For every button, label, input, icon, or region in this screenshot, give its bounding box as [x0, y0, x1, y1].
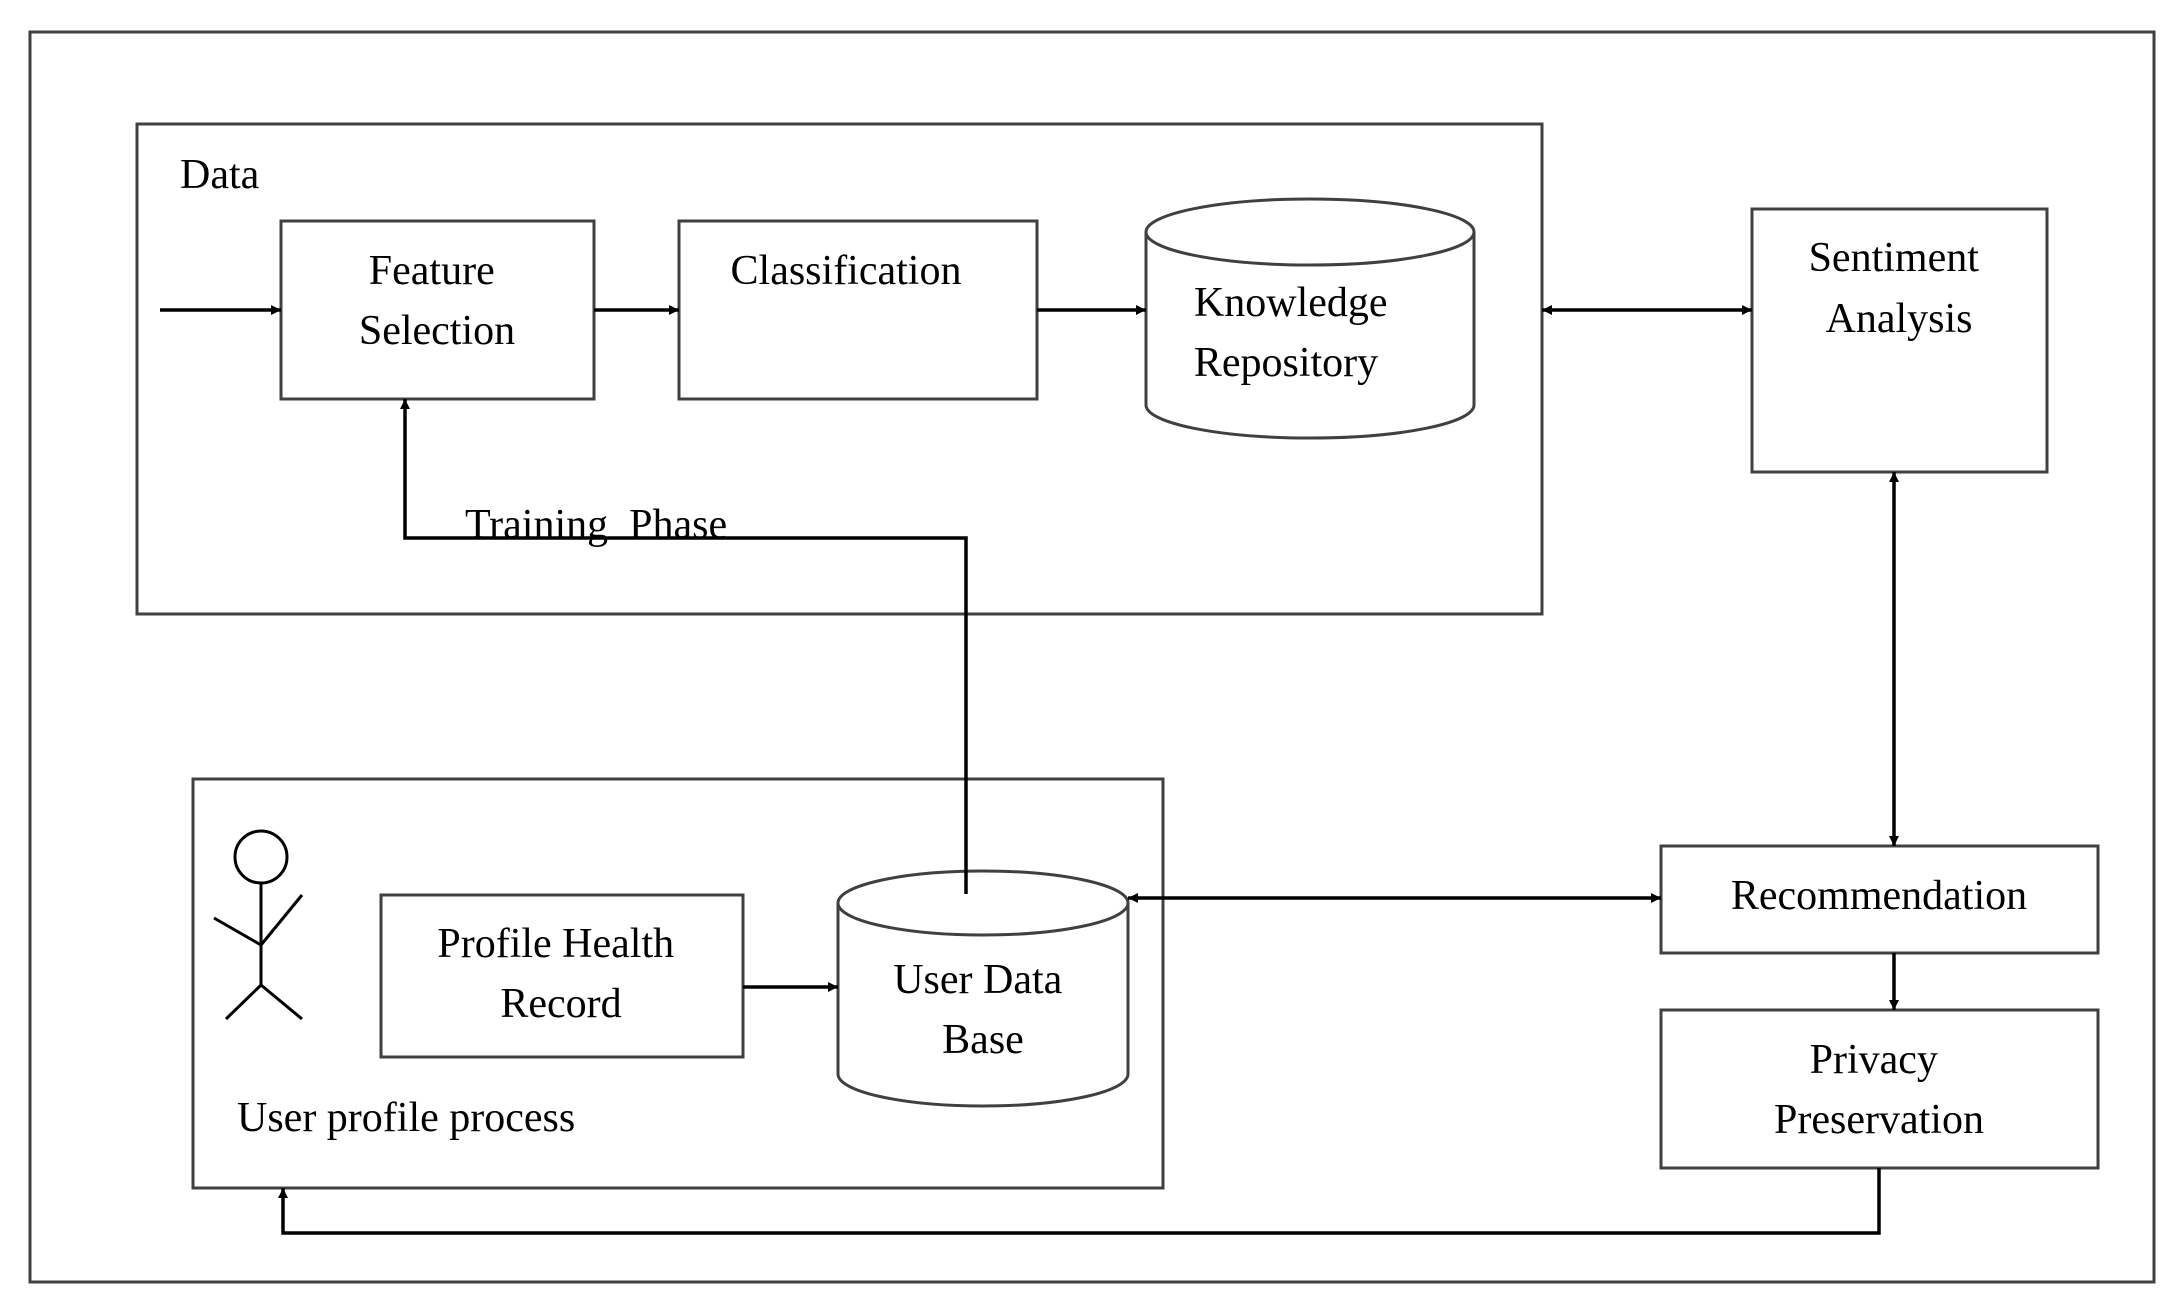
user-profile-process-label: User profile process	[237, 1095, 575, 1141]
profile-health-record-line-2: Record	[500, 981, 621, 1027]
sentiment-analysis-box	[1750, 207, 2049, 474]
privacy-preservation-label: Privacy Preservation	[1774, 1037, 1984, 1143]
privacy-preservation-line-1: Privacy	[1810, 1037, 1938, 1083]
sentiment-analysis-label: Sentiment Analysis	[1809, 235, 1990, 342]
user-data-base-line-1: User Data	[893, 957, 1062, 1003]
profile-health-record-box	[379, 893, 745, 1059]
knowledge-repository-line-2: Repository	[1194, 340, 1378, 386]
training-phase-arrow	[400, 399, 968, 894]
sentiment-analysis-line-2: Analysis	[1826, 296, 1973, 342]
user-data-base-line-2: Base	[942, 1017, 1024, 1063]
knowledge-repository-cylinder	[1144, 197, 1476, 440]
feature-selection-line-2: Selection	[359, 308, 515, 354]
feature-selection-label: Feature Selection	[359, 248, 515, 354]
sentiment-analysis-line-1: Sentiment	[1809, 235, 1980, 281]
knowledge-repository-label: Knowledge Repository	[1194, 280, 1398, 386]
user-data-base-cylinder	[836, 869, 1130, 1108]
profile-health-record-label: Profile Health Record	[437, 921, 684, 1027]
profile-health-record-line-1: Profile Health	[437, 921, 674, 967]
recommendation-box	[1659, 844, 2100, 955]
feature-selection-box	[279, 219, 596, 401]
outer-frame	[28, 30, 2156, 1284]
privacy-preservation-box	[1659, 1008, 2100, 1170]
training-phase-label: Training Phase	[465, 502, 727, 548]
recommendation-label: Recommendation	[1731, 873, 2027, 919]
privacy-preservation-line-2: Preservation	[1774, 1097, 1984, 1143]
feature-selection-line-1: Feature	[369, 248, 495, 294]
classification-label: Classification	[731, 248, 962, 294]
user-profile-process-box	[191, 777, 1165, 1190]
data-group-box	[135, 122, 1544, 616]
classification-box	[677, 219, 1039, 401]
data-group-label: Data	[180, 152, 260, 198]
user-data-base-label: User Data Base	[893, 957, 1073, 1063]
knowledge-repository-line-1: Knowledge	[1194, 280, 1388, 326]
stick-figure-user-icon	[213, 829, 304, 1021]
privacy-feedback-arrow	[278, 1168, 1881, 1235]
